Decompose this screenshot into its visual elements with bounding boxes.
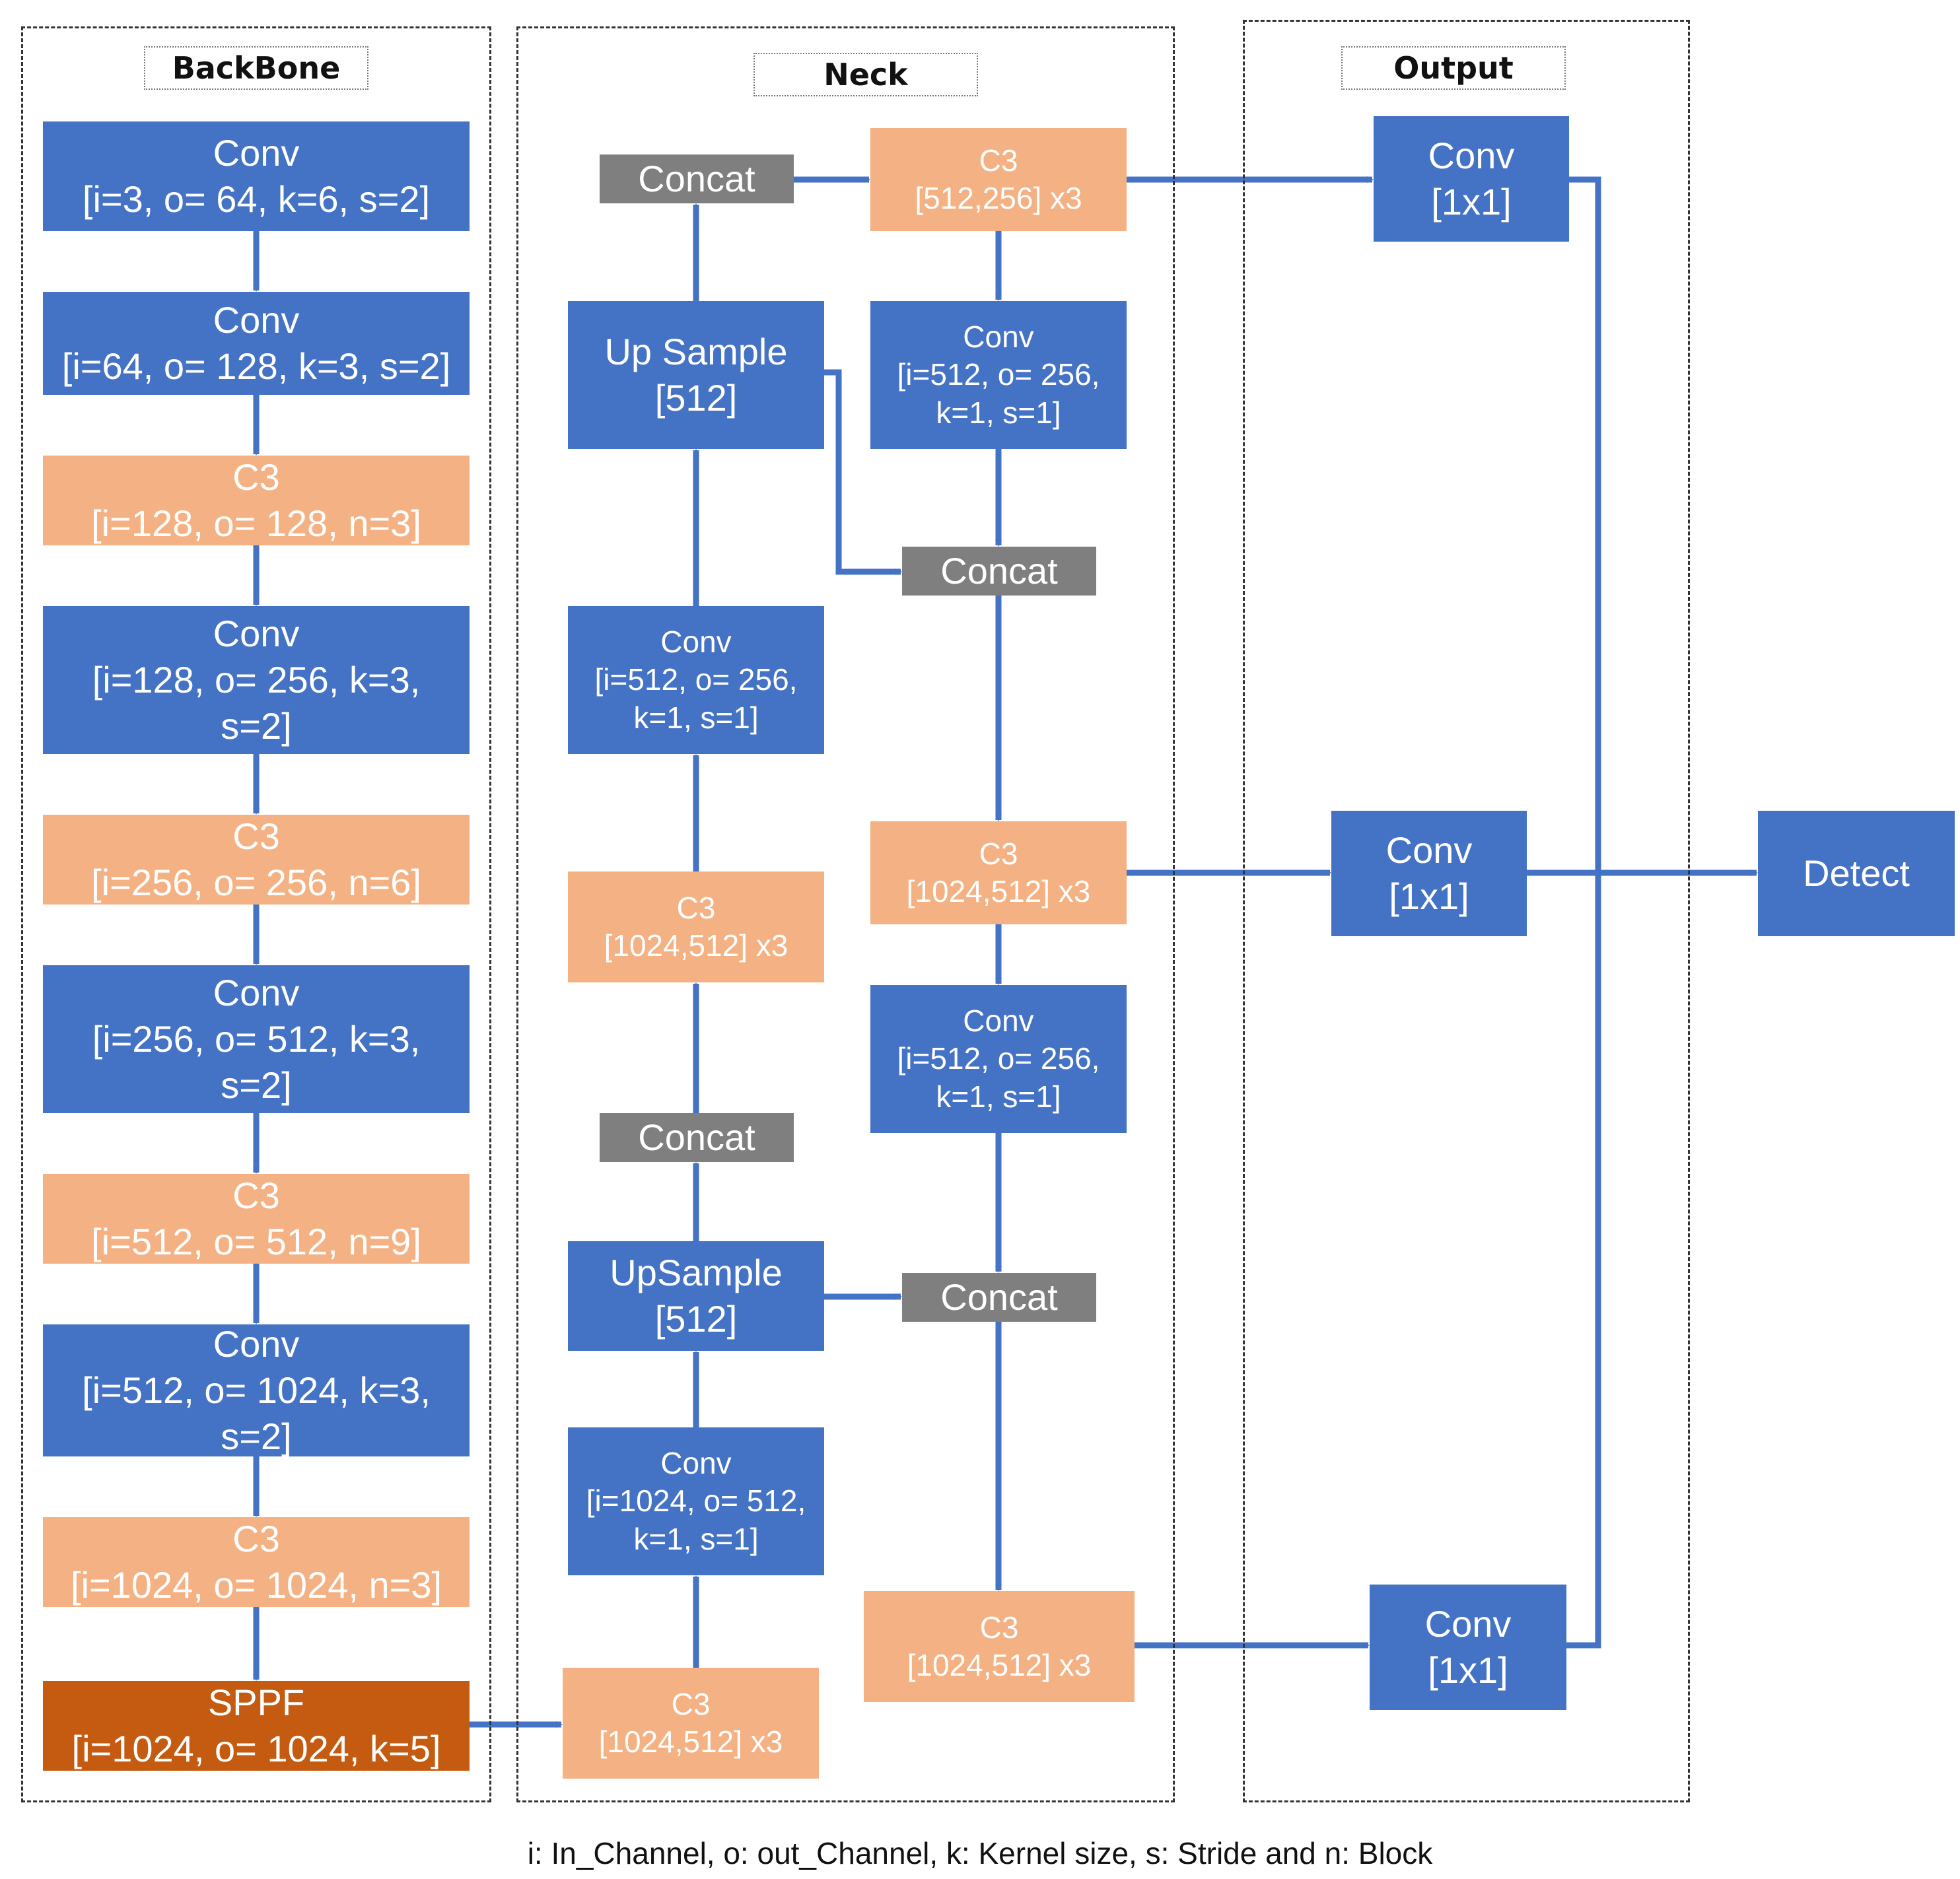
neck-title: Neck bbox=[753, 53, 978, 96]
connector-arrow bbox=[824, 369, 902, 575]
neck-conv-left-2: Conv[i=1024, o= 512,k=1, s=1] bbox=[568, 1427, 824, 1575]
neck-conv-right-1: Conv[i=512, o= 256,k=1, s=1] bbox=[870, 301, 1127, 449]
neck-panel bbox=[516, 26, 1175, 1802]
neck-c3-right-3: C3[1024,512] x3 bbox=[864, 1591, 1135, 1702]
neck-concat-right-2: Concat bbox=[902, 1273, 1096, 1322]
neck-c3-right-1: C3[512,256] x3 bbox=[870, 128, 1127, 231]
backbone-title: BackBone bbox=[144, 46, 368, 90]
output-panel bbox=[1243, 20, 1690, 1802]
neck-c3-right-2: C3[1024,512] x3 bbox=[870, 821, 1127, 924]
neck-conv-left-1: Conv[i=512, o= 256,k=1, s=1] bbox=[568, 606, 824, 754]
connector-arrow bbox=[1566, 176, 1601, 1649]
output-conv-2: Conv[1x1] bbox=[1331, 811, 1527, 936]
neck-upsample-top: Up Sample[512] bbox=[568, 301, 824, 449]
neck-conv-right-2: Conv[i=512, o= 256,k=1, s=1] bbox=[870, 985, 1127, 1133]
backbone-c3-1: C3[i=128, o= 128, n=3] bbox=[43, 456, 470, 545]
output-conv-1: Conv[1x1] bbox=[1374, 116, 1569, 242]
backbone-c3-3: C3[i=512, o= 512, n=9] bbox=[43, 1174, 470, 1264]
neck-concat-right-1: Concat bbox=[902, 547, 1096, 596]
backbone-conv-5: Conv[i=512, o= 1024, k=3,s=2] bbox=[43, 1323, 470, 1457]
backbone-c3-2: C3[i=256, o= 256, n=6] bbox=[43, 815, 470, 905]
neck-concat-top: Concat bbox=[600, 154, 794, 203]
detect-block: Detect bbox=[1758, 811, 1955, 936]
neck-c3-left-2: C3[1024,512] x3 bbox=[563, 1668, 819, 1779]
backbone-conv-4: Conv[i=256, o= 512, k=3,s=2] bbox=[43, 965, 470, 1113]
backbone-c3-4: C3[i=1024, o= 1024, n=3] bbox=[43, 1517, 470, 1607]
output-conv-3: Conv[1x1] bbox=[1370, 1585, 1566, 1710]
backbone-conv-2: Conv[i=64, o= 128, k=3, s=2] bbox=[43, 292, 470, 395]
neck-c3-left-1: C3[1024,512] x3 bbox=[568, 871, 824, 982]
legend-footnote: i: In_Channel, o: out_Channel, k: Kernel… bbox=[527, 1836, 1433, 1870]
backbone-conv-3: Conv[i=128, o= 256, k=3,s=2] bbox=[43, 606, 470, 754]
neck-concat-left-2: Concat bbox=[600, 1113, 794, 1162]
neck-upsample-bottom: UpSample[512] bbox=[568, 1241, 824, 1351]
output-title: Output bbox=[1341, 46, 1566, 90]
backbone-sppf: SPPF[i=1024, o= 1024, k=5] bbox=[43, 1681, 470, 1771]
backbone-conv-1: Conv[i=3, o= 64, k=6, s=2] bbox=[43, 121, 470, 231]
backbone-panel bbox=[21, 26, 491, 1802]
